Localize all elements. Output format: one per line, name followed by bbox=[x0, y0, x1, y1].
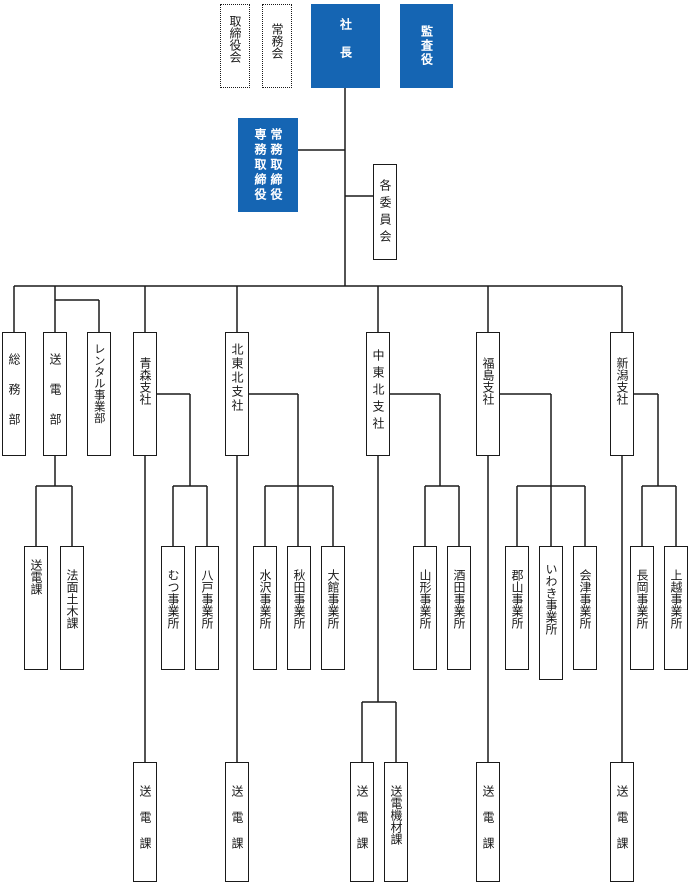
general-affairs-dept-box: 総務部 bbox=[2, 332, 26, 456]
fukushima-transmission-section-box: 送電課 bbox=[476, 762, 500, 882]
office-yamagata-label: 山形事業所 bbox=[418, 569, 432, 629]
office-akita-label: 秋田事業所 bbox=[292, 569, 306, 629]
fukushima-branch-box: 福島支社 bbox=[476, 332, 500, 456]
office-mutsu-box: むつ事業所 bbox=[161, 546, 185, 670]
office-iwaki-box: いわき事業所 bbox=[539, 546, 563, 680]
office-aizu-label: 会津事業所 bbox=[578, 569, 592, 629]
hokutohoku-branch-box: 北東北支社 bbox=[225, 332, 249, 456]
slope-civil-section-label: 法面土木課 bbox=[65, 569, 79, 629]
office-joetsu-label: 上越事業所 bbox=[669, 569, 683, 629]
transmission-dept-label: 送電部 bbox=[48, 353, 62, 443]
chutohoku-equipment-section-label: 送電機材課 bbox=[389, 785, 403, 845]
committees-label: 各委員会 bbox=[378, 179, 392, 247]
office-nagaoka-label: 長岡事業所 bbox=[635, 569, 649, 629]
office-akita-box: 秋田事業所 bbox=[287, 546, 311, 670]
aomori-transmission-section-label: 送電課 bbox=[138, 785, 152, 863]
office-odate-label: 大館事業所 bbox=[326, 569, 340, 629]
office-joetsu-box: 上越事業所 bbox=[664, 546, 688, 670]
office-sakata-box: 酒田事業所 bbox=[447, 546, 471, 670]
hokutohoku-transmission-section-box: 送電課 bbox=[225, 762, 249, 882]
transmission-dept-box: 送電部 bbox=[43, 332, 67, 456]
auditor-label: 監査役 bbox=[419, 25, 434, 67]
auditor-box: 監査役 bbox=[400, 4, 453, 88]
fukushima-branch-label: 福島支社 bbox=[481, 357, 495, 405]
senior-managing-director-label: 常務取締役 bbox=[269, 128, 283, 203]
office-mutsu-label: むつ事業所 bbox=[166, 569, 180, 629]
managing-board-box: 常務会 bbox=[262, 4, 292, 88]
office-aizu-box: 会津事業所 bbox=[573, 546, 597, 670]
aomori-transmission-section-box: 送電課 bbox=[133, 762, 157, 882]
office-mizusawa-label: 水沢事業所 bbox=[258, 569, 272, 629]
office-mizusawa-box: 水沢事業所 bbox=[253, 546, 277, 670]
rental-dept-box: レンタル事業部 bbox=[87, 332, 111, 456]
chutohoku-branch-label: 中東北支社 bbox=[371, 349, 385, 434]
committees-box: 各委員会 bbox=[373, 164, 397, 260]
transmission-section-box: 送電課 bbox=[24, 546, 48, 670]
office-odate-box: 大館事業所 bbox=[321, 546, 345, 670]
office-yamagata-box: 山形事業所 bbox=[413, 546, 437, 670]
managing-board-label: 常務会 bbox=[270, 23, 284, 59]
board-of-directors-box: 取締役会 bbox=[220, 4, 250, 88]
rental-dept-label: レンタル事業部 bbox=[92, 343, 107, 424]
slope-civil-section-box: 法面土木課 bbox=[60, 546, 84, 670]
aomori-branch-box: 青森支社 bbox=[133, 332, 157, 456]
chutohoku-transmission-section-box: 送電課 bbox=[350, 762, 374, 882]
chutohoku-equipment-section-box: 送電機材課 bbox=[384, 762, 408, 882]
aomori-branch-label: 青森支社 bbox=[138, 357, 152, 405]
president-box: 社長 bbox=[311, 4, 380, 88]
chutohoku-branch-box: 中東北支社 bbox=[366, 332, 390, 456]
niigata-transmission-section-label: 送電課 bbox=[615, 785, 629, 863]
fukushima-transmission-section-label: 送電課 bbox=[481, 785, 495, 863]
office-sakata-label: 酒田事業所 bbox=[452, 569, 466, 629]
president-label: 社長 bbox=[338, 18, 353, 74]
transmission-section-label: 送電課 bbox=[29, 559, 43, 595]
general-affairs-dept-label: 総務部 bbox=[7, 353, 21, 443]
office-hachinohe-box: 八戸事業所 bbox=[195, 546, 219, 670]
office-iwaki-label: いわき事業所 bbox=[544, 563, 558, 635]
office-hachinohe-label: 八戸事業所 bbox=[200, 569, 214, 629]
office-koriyama-box: 郡山事業所 bbox=[505, 546, 529, 670]
hokutohoku-transmission-section-label: 送電課 bbox=[230, 785, 244, 863]
office-nagaoka-box: 長岡事業所 bbox=[630, 546, 654, 670]
executive-directors-box: 常務取締役 専務取締役 bbox=[238, 118, 298, 212]
niigata-branch-box: 新潟支社 bbox=[610, 332, 634, 456]
board-of-directors-label: 取締役会 bbox=[228, 15, 242, 63]
niigata-transmission-section-box: 送電課 bbox=[610, 762, 634, 882]
hokutohoku-branch-label: 北東北支社 bbox=[230, 343, 244, 413]
niigata-branch-label: 新潟支社 bbox=[615, 357, 629, 405]
managing-director-label: 専務取締役 bbox=[253, 128, 267, 203]
chutohoku-transmission-section-label: 送電課 bbox=[355, 785, 369, 863]
office-koriyama-label: 郡山事業所 bbox=[510, 569, 524, 629]
